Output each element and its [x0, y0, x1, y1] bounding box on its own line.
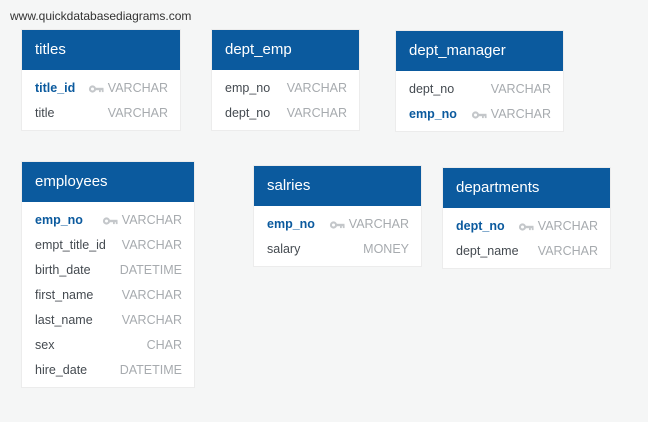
column-name: dept_name — [456, 243, 519, 258]
column-type-cell: VARCHAR — [518, 219, 598, 233]
primary-key-column-name: dept_no — [456, 218, 505, 233]
column-type: VARCHAR — [121, 312, 182, 327]
table-row[interactable]: birth_date DATETIME — [22, 257, 194, 282]
column-list: emp_no VARCHAR salary MONEY — [254, 206, 421, 266]
column-type-cell: VARCHAR — [471, 107, 551, 121]
table-header[interactable]: dept_manager — [396, 31, 563, 71]
table-row[interactable]: emp_no VARCHAR — [212, 75, 359, 100]
table-row[interactable]: dept_no VARCHAR — [443, 213, 610, 238]
primary-key-column-name: emp_no — [409, 106, 457, 121]
table-row[interactable]: last_name VARCHAR — [22, 307, 194, 332]
column-type: MONEY — [363, 241, 409, 256]
table-row[interactable]: dept_name VARCHAR — [443, 238, 610, 263]
table-row[interactable]: empt_title_id VARCHAR — [22, 232, 194, 257]
column-type-cell: VARCHAR — [491, 82, 551, 96]
table-header[interactable]: departments — [443, 168, 610, 208]
key-icon — [88, 83, 104, 93]
column-type-cell: VARCHAR — [287, 106, 347, 120]
primary-key-column-name: emp_no — [267, 216, 315, 231]
column-name: first_name — [35, 287, 94, 302]
table-row[interactable]: salary MONEY — [254, 236, 421, 261]
column-type-cell: DATETIME — [120, 363, 182, 377]
column-type-cell: VARCHAR — [287, 81, 347, 95]
column-type-cell: MONEY — [363, 242, 409, 256]
key-icon — [102, 215, 118, 225]
column-type: VARCHAR — [490, 106, 551, 121]
table-row[interactable]: dept_no VARCHAR — [212, 100, 359, 125]
column-name: salary — [267, 241, 301, 256]
column-type: VARCHAR — [121, 287, 182, 302]
column-type: VARCHAR — [107, 80, 168, 95]
table-header[interactable]: employees — [22, 162, 194, 202]
table-row[interactable]: title VARCHAR — [22, 100, 180, 125]
column-type: VARCHAR — [286, 105, 347, 120]
column-type-cell: VARCHAR — [122, 288, 182, 302]
column-type: VARCHAR — [286, 80, 347, 95]
column-name: dept_no — [225, 105, 271, 120]
key-icon — [471, 109, 487, 119]
table-row[interactable]: hire_date DATETIME — [22, 357, 194, 382]
key-icon — [329, 219, 345, 229]
column-name: title — [35, 105, 55, 120]
watermark-url: www.quickdatabasediagrams.com — [10, 9, 192, 23]
table-row[interactable]: emp_no VARCHAR — [22, 207, 194, 232]
column-type-cell: VARCHAR — [538, 244, 598, 258]
column-type-cell: VARCHAR — [102, 213, 182, 227]
column-name: empt_title_id — [35, 237, 106, 252]
column-name: sex — [35, 337, 55, 352]
column-type: VARCHAR — [107, 105, 168, 120]
column-type: VARCHAR — [121, 237, 182, 252]
column-type-cell: VARCHAR — [329, 217, 409, 231]
column-type-cell: CHAR — [147, 338, 182, 352]
column-type: DATETIME — [119, 262, 182, 277]
primary-key-column-name: title_id — [35, 80, 76, 95]
column-type: DATETIME — [119, 362, 182, 377]
column-type: VARCHAR — [121, 212, 182, 227]
column-type: VARCHAR — [537, 218, 598, 233]
table-header[interactable]: titles — [22, 30, 180, 70]
column-type-cell: VARCHAR — [108, 106, 168, 120]
column-name: hire_date — [35, 362, 88, 377]
column-name: birth_date — [35, 262, 91, 277]
key-icon — [518, 221, 534, 231]
table-row[interactable]: first_name VARCHAR — [22, 282, 194, 307]
table-header[interactable]: salries — [254, 166, 421, 206]
column-type-cell: VARCHAR — [122, 313, 182, 327]
column-name: dept_no — [409, 81, 455, 96]
column-name: last_name — [35, 312, 93, 327]
column-type: VARCHAR — [537, 243, 598, 258]
column-type-cell: VARCHAR — [88, 81, 168, 95]
column-type-cell: VARCHAR — [122, 238, 182, 252]
table-row[interactable]: dept_no VARCHAR — [396, 76, 563, 101]
column-type: VARCHAR — [348, 216, 409, 231]
column-type: CHAR — [146, 337, 182, 352]
column-type-cell: DATETIME — [120, 263, 182, 277]
table-row[interactable]: emp_no VARCHAR — [254, 211, 421, 236]
table-header[interactable]: dept_emp — [212, 30, 359, 70]
table-row[interactable]: emp_no VARCHAR — [396, 101, 563, 126]
primary-key-column-name: emp_no — [35, 212, 83, 227]
column-name: emp_no — [225, 80, 271, 95]
table-row[interactable]: title_id VARCHAR — [22, 75, 180, 100]
column-type: VARCHAR — [490, 81, 551, 96]
table-row[interactable]: sex CHAR — [22, 332, 194, 357]
table-salries[interactable]: salries emp_no VARCHAR salary MONEY — [254, 166, 421, 266]
